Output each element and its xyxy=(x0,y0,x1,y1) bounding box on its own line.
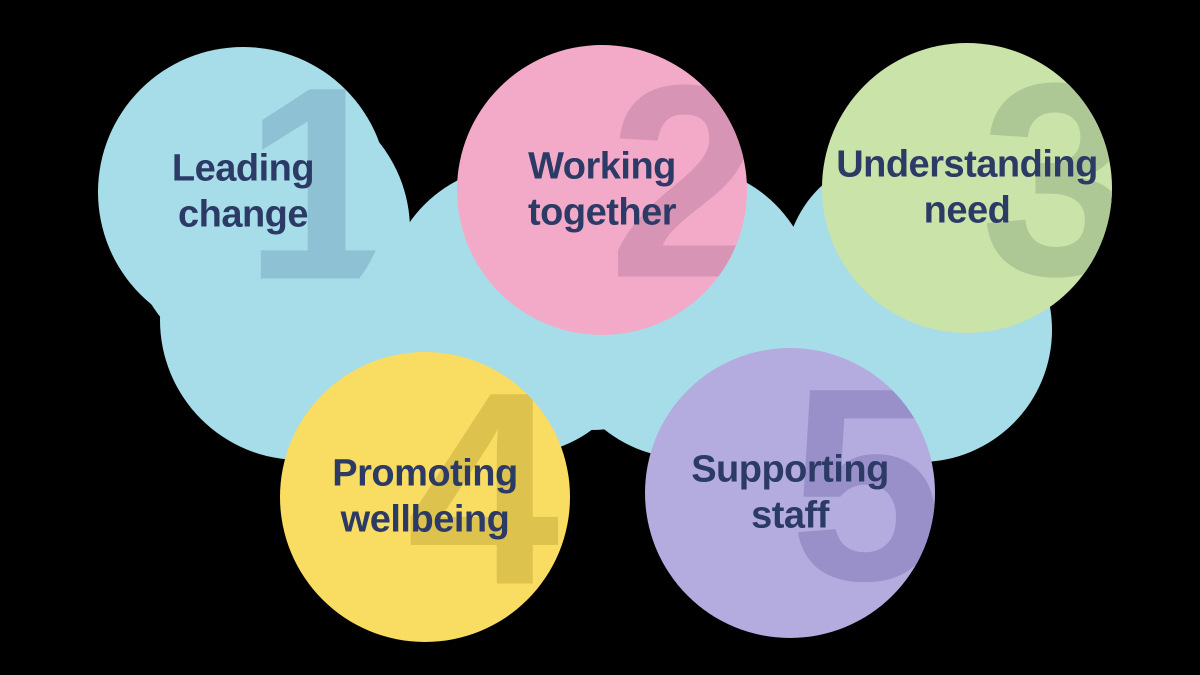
circle-promoting-wellbeing: 4 Promoting wellbeing xyxy=(280,352,570,642)
step-label-working-together: Working together xyxy=(528,145,677,233)
circle-supporting-staff: 5 Supporting staff xyxy=(645,348,935,638)
step-number-5: 5 xyxy=(789,348,935,638)
step-label-understanding-need: Understanding need xyxy=(836,143,1098,231)
step-number-3: 3 xyxy=(980,43,1112,333)
step-number-2: 2 xyxy=(608,45,747,335)
step-label-promoting-wellbeing: Promoting wellbeing xyxy=(332,452,518,540)
step-label-leading-change: Leading change xyxy=(171,147,315,235)
circle-leading-change: 1 Leading change xyxy=(98,47,388,337)
step-number-4: 4 xyxy=(406,352,560,642)
step-number-1: 1 xyxy=(243,47,388,337)
circle-understanding-need: 3 Understanding need xyxy=(822,43,1112,333)
step-label-supporting-staff: Supporting staff xyxy=(691,448,889,536)
circle-working-together: 2 Working together xyxy=(457,45,747,335)
